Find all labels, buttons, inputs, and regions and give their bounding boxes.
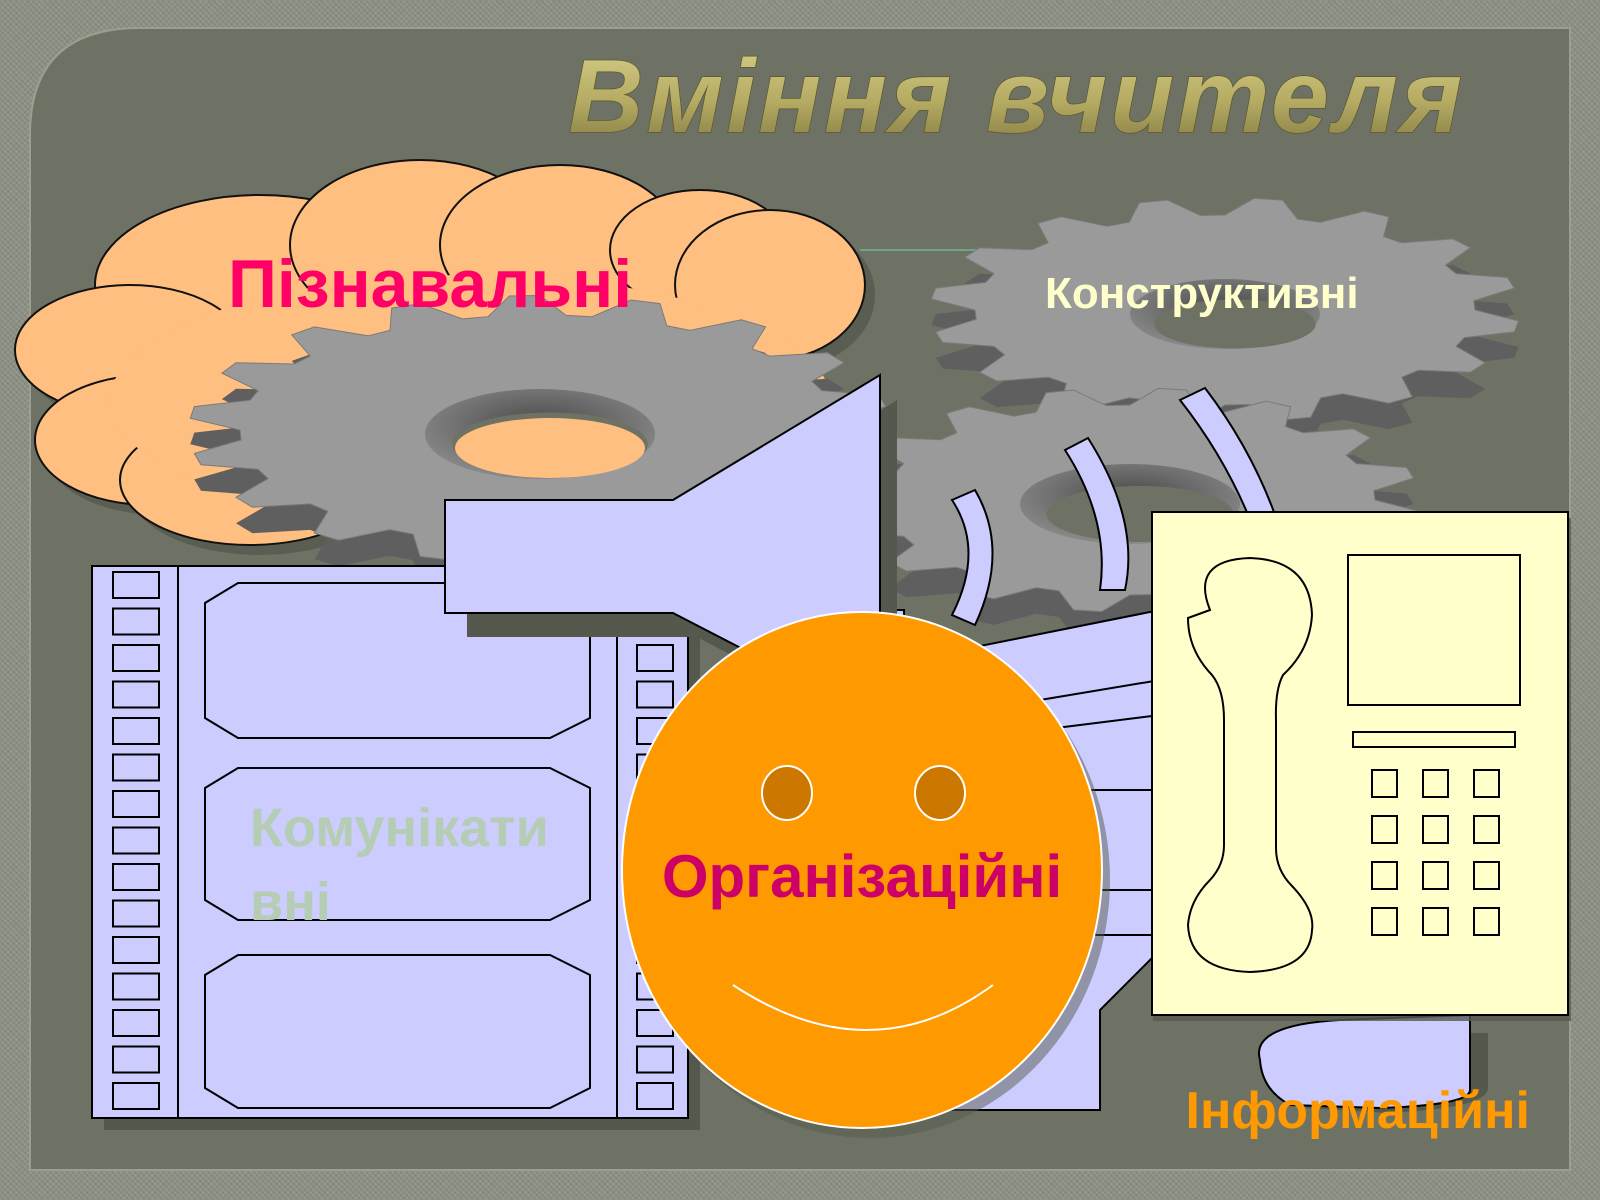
- label-constructive: Конструктивні: [1045, 269, 1359, 318]
- label-communicative-line1: Комунікати: [250, 798, 549, 858]
- label-informational: Інформаційні: [1186, 1082, 1530, 1140]
- smiley-mouth: [732, 984, 994, 1031]
- phone-slot: [1352, 731, 1516, 748]
- smiley-left-eye: [761, 765, 813, 821]
- phone-display: [1347, 554, 1521, 706]
- smiley-icon: [621, 611, 1110, 1138]
- label-cognitive: Пізнавальні: [228, 246, 632, 322]
- telephone-icon: [1151, 511, 1571, 1113]
- smiley-right-eye: [914, 765, 966, 821]
- phone-keypad: [1371, 769, 1500, 936]
- label-organizational: Організаційні: [662, 843, 1062, 910]
- slide-title: Вміння вчителя: [568, 39, 1465, 155]
- handset-icon: [1186, 556, 1314, 974]
- label-communicative-line2: вні: [250, 872, 331, 932]
